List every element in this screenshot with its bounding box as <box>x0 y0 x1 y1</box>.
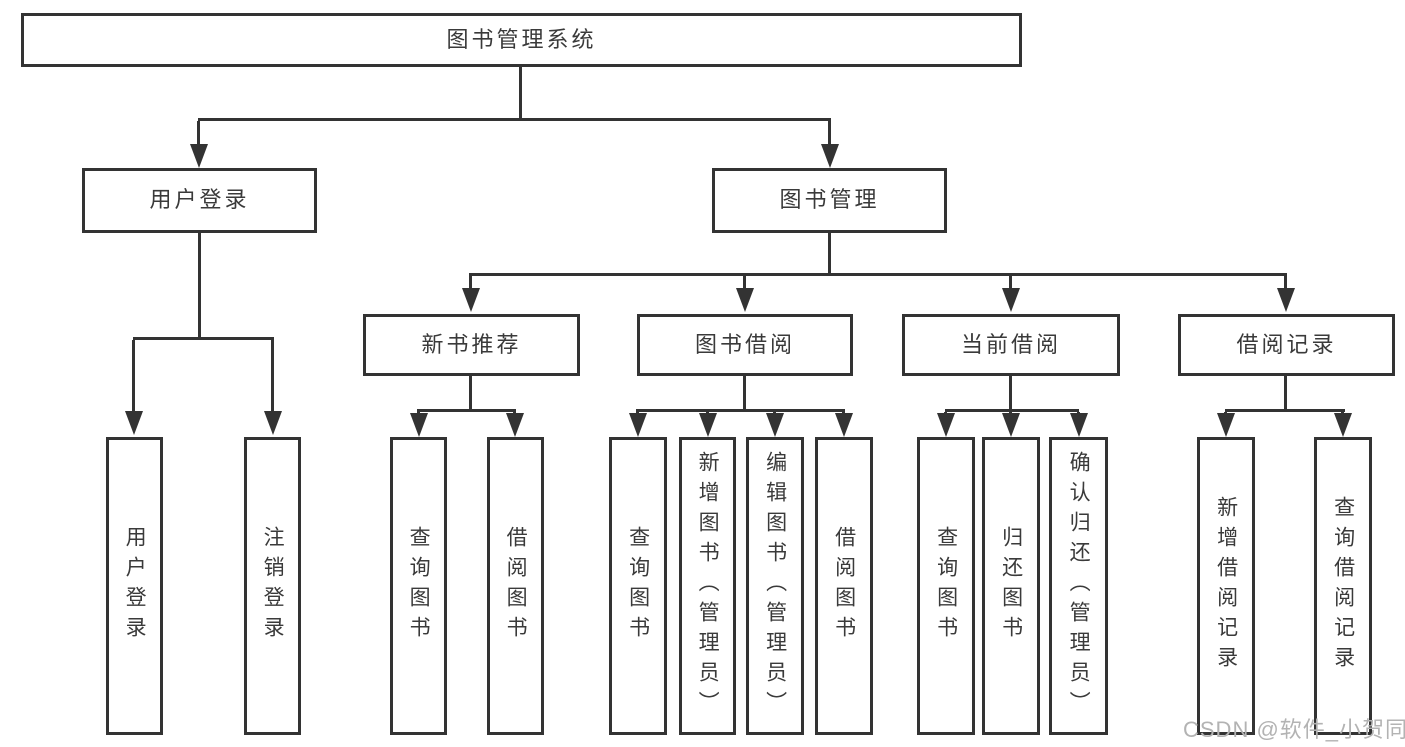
leaf-add-book-admin-label: 新增图书（管理员） <box>696 451 720 721</box>
connector-user-login-stem <box>198 233 201 340</box>
arrow-new-books-leaf-2 <box>513 412 516 413</box>
leaf-query-books-current: 查询图书 <box>917 437 975 735</box>
leaf-borrow-books: 借阅图书 <box>815 437 873 735</box>
leaf-add-borrow-record-label: 新增借阅记录 <box>1214 496 1238 676</box>
arrow-to-leaf-user-login <box>132 340 135 411</box>
connector-book-borrow-bar <box>636 409 845 412</box>
leaf-query-books-new-label: 查询图书 <box>407 526 431 646</box>
leaf-confirm-return-admin-label: 确认归还（管理员） <box>1067 451 1091 721</box>
node-new-books-label: 新书推荐 <box>421 331 522 357</box>
node-borrow-records-label: 借阅记录 <box>1236 331 1337 357</box>
connector-root-stem <box>519 67 522 120</box>
connector-new-books-bar <box>417 409 516 412</box>
node-new-books: 新书推荐 <box>363 314 580 376</box>
arrow-book-borrow-leaf-2 <box>706 412 709 413</box>
leaf-return-books: 归还图书 <box>982 437 1040 735</box>
node-book-borrow-label: 图书借阅 <box>694 331 795 357</box>
leaf-borrow-books-label: 借阅图书 <box>832 526 856 646</box>
leaf-return-books-label: 归还图书 <box>999 526 1023 646</box>
leaf-borrow-books-new: 借阅图书 <box>487 437 544 735</box>
arrow-to-current-borrow <box>1009 276 1012 288</box>
leaf-query-books-current-label: 查询图书 <box>934 526 958 646</box>
leaf-edit-book-admin-label: 编辑图书（管理员） <box>763 451 787 721</box>
arrow-to-new-books <box>469 276 472 288</box>
arrow-current-borrow-leaf-3 <box>1077 412 1080 413</box>
arrow-to-user-login <box>197 121 200 144</box>
arrow-to-borrow-records <box>1284 276 1287 288</box>
arrow-current-borrow-leaf-1 <box>944 412 947 413</box>
leaf-edit-book-admin: 编辑图书（管理员） <box>746 437 804 735</box>
node-book-borrow: 图书借阅 <box>637 314 853 376</box>
connector-current-borrow-stem <box>1009 376 1012 412</box>
leaf-query-borrow-record-label: 查询借阅记录 <box>1331 496 1355 676</box>
leaf-query-books-new: 查询图书 <box>390 437 447 735</box>
arrow-book-borrow-leaf-3 <box>773 412 776 413</box>
arrow-current-borrow-leaf-2 <box>1009 412 1012 413</box>
arrow-to-book-mgmt <box>828 121 831 144</box>
leaf-add-borrow-record: 新增借阅记录 <box>1197 437 1255 735</box>
csdn-watermark: CSDN @软件_小贺同学 <box>1183 717 1405 742</box>
node-current-borrow-label: 当前借阅 <box>960 331 1061 357</box>
node-root: 图书管理系统 <box>21 13 1022 67</box>
connector-borrow-records-stem <box>1284 376 1287 412</box>
connector-borrow-records-bar <box>1225 409 1345 412</box>
node-current-borrow: 当前借阅 <box>902 314 1120 376</box>
node-user-login: 用户登录 <box>82 168 317 233</box>
leaf-borrow-books-new-label: 借阅图书 <box>504 526 528 646</box>
node-book-mgmt-label: 图书管理 <box>779 187 880 213</box>
leaf-logout-label: 注销登录 <box>261 526 285 646</box>
connector-current-borrow-bar <box>945 409 1079 412</box>
connector-user-login-bar <box>133 337 274 340</box>
leaf-query-books-borrow: 查询图书 <box>609 437 667 735</box>
leaf-logout: 注销登录 <box>244 437 301 735</box>
arrow-book-borrow-leaf-1 <box>636 412 639 413</box>
arrow-book-borrow-leaf-4 <box>842 412 845 413</box>
connector-book-mgmt-bar <box>469 273 1287 276</box>
arrow-to-leaf-logout <box>271 340 274 411</box>
leaf-add-book-admin: 新增图书（管理员） <box>679 437 736 735</box>
arrow-borrow-records-leaf-2 <box>1341 412 1344 413</box>
arrow-new-books-leaf-1 <box>417 412 420 413</box>
leaf-query-books-borrow-label: 查询图书 <box>626 526 650 646</box>
node-root-label: 图书管理系统 <box>446 26 597 52</box>
arrow-borrow-records-leaf-1 <box>1224 412 1227 413</box>
arrow-to-book-borrow <box>743 276 746 288</box>
leaf-user-login: 用户登录 <box>106 437 163 735</box>
node-book-mgmt: 图书管理 <box>712 168 947 233</box>
leaf-confirm-return-admin: 确认归还（管理员） <box>1049 437 1108 735</box>
leaf-user-login-label: 用户登录 <box>123 526 147 646</box>
node-user-login-label: 用户登录 <box>149 187 250 213</box>
connector-book-mgmt-stem <box>828 233 831 276</box>
connector-new-books-stem <box>469 376 472 412</box>
connector-root-bar <box>198 118 831 121</box>
connector-book-borrow-stem <box>743 376 746 412</box>
leaf-query-borrow-record: 查询借阅记录 <box>1314 437 1372 735</box>
node-borrow-records: 借阅记录 <box>1178 314 1395 376</box>
